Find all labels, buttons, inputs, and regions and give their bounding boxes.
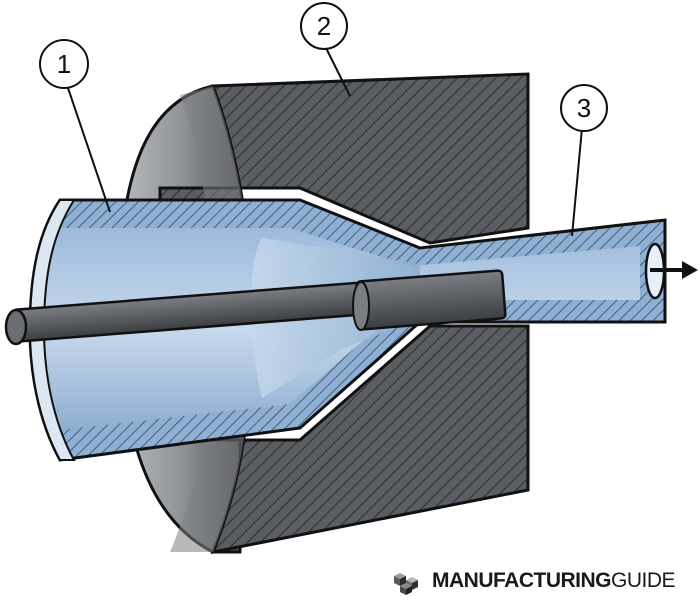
callout-3: 3: [560, 84, 608, 132]
logo-wordmark: MANUFACTURINGGUIDE: [432, 569, 676, 593]
callout-1: 1: [39, 39, 89, 89]
mandrel-rod-end: [4, 308, 28, 346]
tube-mouth: [28, 199, 76, 461]
callout-3-label: 3: [577, 93, 591, 123]
callout-2-leader: [325, 47, 351, 97]
stacked-cubes-icon: [394, 573, 418, 595]
manufacturing-guide-logo: MANUFACTURINGGUIDE: [388, 566, 676, 596]
callout-2-label: 2: [317, 11, 331, 41]
callout-1-leader: [67, 87, 111, 213]
logo-bold-text: MANUFACTURING: [432, 569, 611, 592]
mandrel-plug-shoulder: [352, 281, 370, 331]
mandrel-plug: [355, 269, 507, 331]
tube-cone-zone: [251, 238, 420, 398]
logo-light-text: GUIDE: [610, 569, 676, 592]
arrow-right-icon-head: [682, 261, 698, 279]
callout-2: 2: [300, 2, 348, 50]
callout-3-leader: [571, 127, 583, 237]
callout-1-label: 1: [57, 49, 71, 79]
